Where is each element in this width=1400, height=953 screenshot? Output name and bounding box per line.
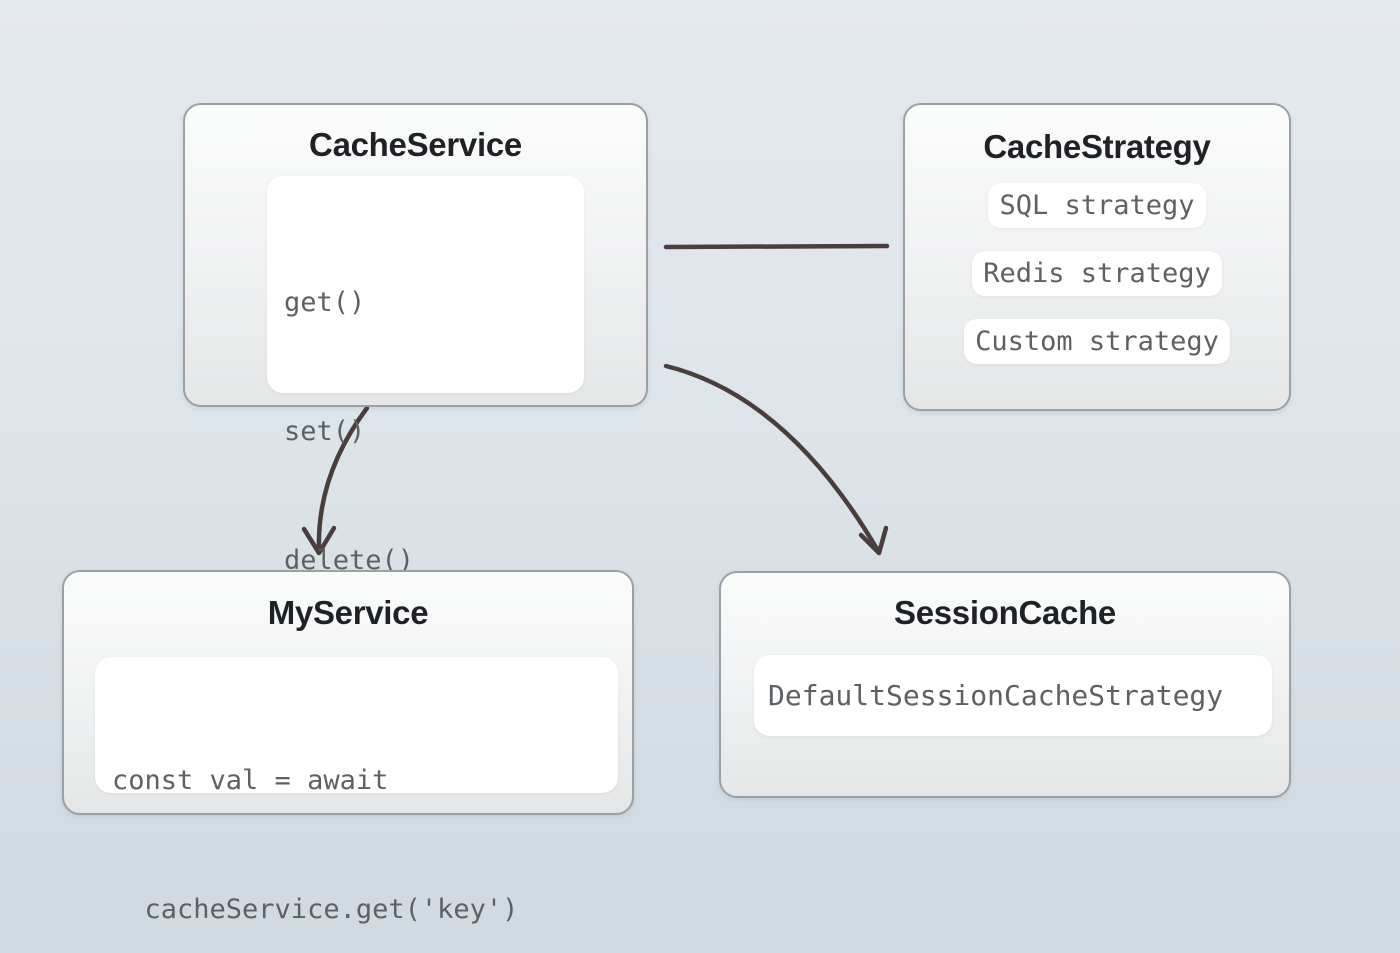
code-line-2: cacheService.get('key') xyxy=(112,894,519,925)
node-session-cache-title: SessionCache xyxy=(893,594,1116,631)
edge-cacheservice-to-sessioncache xyxy=(663,363,880,552)
cache-service-methods-panel: get() set() delete() invalidateTags() xyxy=(267,176,584,705)
pill-custom-strategy: Custom strategy xyxy=(964,319,1230,364)
my-service-code-panel: const val = await cacheService.get('key'… xyxy=(95,657,618,925)
node-cache-service-title: CacheService xyxy=(309,126,522,163)
pill-sql-strategy: SQL strategy xyxy=(988,183,1206,228)
session-cache-strategy-value: DefaultSessionCacheStrategy xyxy=(768,679,1224,712)
session-cache-value-panel: DefaultSessionCacheStrategy xyxy=(754,655,1272,736)
strategy-pill-stack: SQL strategy Redis strategy Custom strat… xyxy=(905,183,1289,364)
edge-cacheservice-to-cachestrategy xyxy=(663,243,890,250)
node-cache-strategy: CacheStrategy SQL strategy Redis strateg… xyxy=(903,103,1291,411)
method-set: set() xyxy=(284,416,366,447)
node-my-service: MyService const val = await cacheService… xyxy=(62,570,634,925)
node-my-service-title: MyService xyxy=(267,594,429,631)
edge-cacheservice-to-sessioncache-arrowhead xyxy=(858,525,889,556)
pill-redis-strategy: Redis strategy xyxy=(972,251,1222,296)
code-line-1: const val = await xyxy=(112,765,389,796)
node-cache-service: CacheService get() set() delete() invali… xyxy=(183,103,648,705)
node-session-cache: SessionCache DefaultSessionCacheStrategy xyxy=(719,571,1291,798)
node-cache-strategy-title: CacheStrategy xyxy=(983,128,1211,165)
method-get: get() xyxy=(284,287,366,318)
